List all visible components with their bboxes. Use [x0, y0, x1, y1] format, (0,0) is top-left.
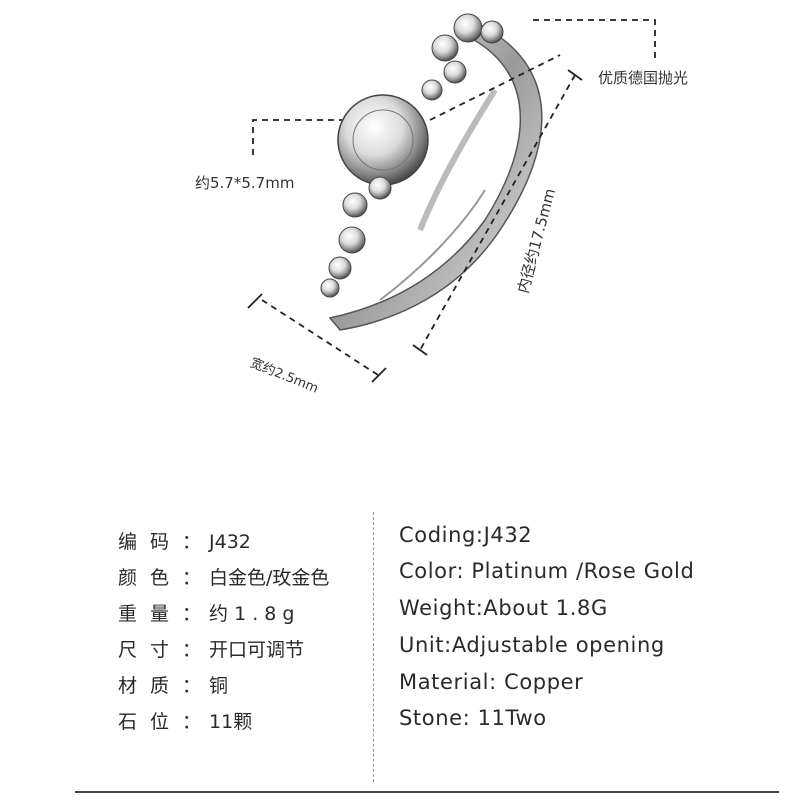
polish-label: 优质德国抛光 [598, 69, 689, 87]
spec-cn-separator: ： [182, 531, 202, 553]
spec-cn-label: 材质 [118, 675, 183, 697]
spec-cn-row: 颜色： 白金色/玫金色 [118, 563, 329, 590]
spec-cn-separator: ： [182, 603, 202, 625]
spec-cn-label: 尺寸 [118, 639, 183, 661]
spec-cn-value: 铜 [209, 675, 229, 697]
spec-cn-value: 11颗 [209, 711, 253, 733]
spec-en-row: Coding:J432 [399, 523, 533, 547]
spec-cn-label: 石位 [118, 711, 183, 733]
bottom-rule [75, 791, 779, 793]
spec-en-row: Weight:About 1.8G [399, 596, 608, 620]
spec-en-row: Stone: 11Two [399, 706, 547, 730]
spec-cn-row: 编码： J432 [118, 527, 251, 554]
stone-size-label: 约5.7*5.7mm [195, 174, 295, 192]
spec-cn-label: 重量 [118, 603, 183, 625]
spec-cn-row: 材质： 铜 [118, 671, 228, 698]
spec-cn-value: 开口可调节 [209, 639, 305, 661]
spec-cn-value: 约 1 . 8 g [209, 603, 295, 625]
spec-cn-separator: ： [182, 567, 202, 589]
spec-en-row: Unit:Adjustable opening [399, 633, 665, 657]
spec-cn-label: 编码 [118, 531, 183, 553]
ring-product-image [247, 13, 656, 383]
spec-cn-row: 重量： 约 1 . 8 g [118, 599, 294, 626]
spec-cn-label: 颜色 [118, 567, 183, 589]
ring-stones [320, 13, 504, 298]
spec-cn-row: 石位： 11颗 [118, 707, 252, 734]
dimension-lines [252, 19, 656, 376]
spec-cn-value: 白金色/玫金色 [209, 567, 330, 589]
spec-cn-separator: ： [182, 711, 202, 733]
spec-en-row: Material: Copper [399, 670, 584, 694]
spec-cn-separator: ： [182, 675, 202, 697]
spec-cn-value: J432 [209, 531, 251, 553]
spec-table: 编码：J432 颜色：白金色/玫金色 重量：约 1 . 8 g 尺寸：开口可调节… [0, 510, 800, 790]
ring-band [328, 18, 543, 331]
spec-cn-separator: ： [182, 639, 202, 661]
column-divider [373, 512, 374, 782]
spec-en-row: Color: Platinum /Rose Gold [399, 559, 695, 583]
spec-cn-row: 尺寸： 开口可调节 [118, 635, 304, 662]
